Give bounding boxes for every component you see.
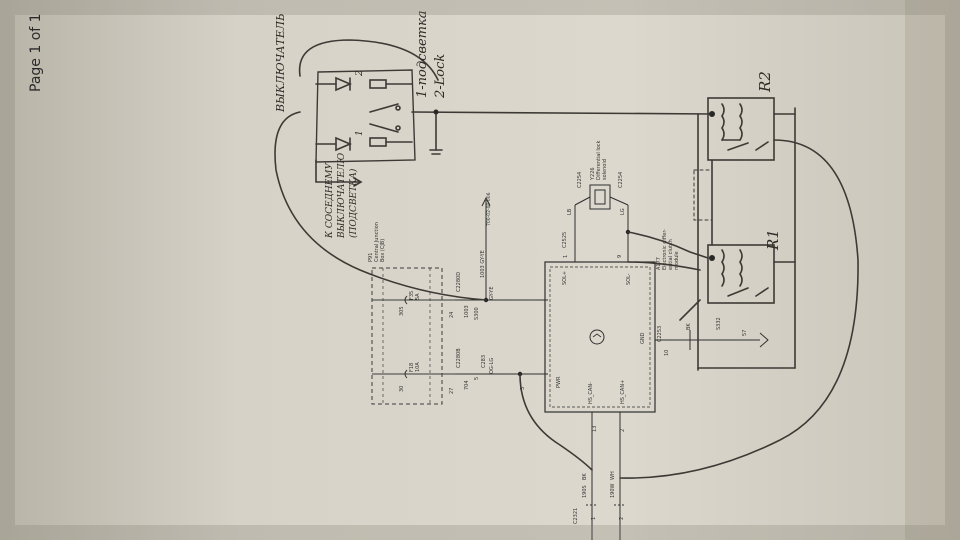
pin-num-sol-minus: 9 (617, 255, 623, 258)
relay1-junction (709, 255, 715, 261)
solenoid-conn-b: C2254 (618, 172, 624, 188)
solenoid-conn-a: C2254 (577, 172, 583, 188)
module-symbol-icon (589, 329, 605, 345)
module-conn: C2253 (657, 326, 663, 342)
splice-label: S300 (474, 307, 480, 320)
module-inner (549, 266, 651, 408)
fuse1-id: F35 (409, 291, 415, 300)
fuse2-circuit: 30 (399, 386, 405, 392)
w704-color: OG-LG (489, 358, 495, 374)
fuse2-rating: 10A (415, 362, 421, 372)
w704-label: 704 (464, 380, 470, 390)
pin-num-gnd: 10 (664, 350, 670, 356)
wire-lg: LG (620, 208, 626, 215)
fuse1-circuit: 305 (399, 306, 405, 316)
module-name-2: ential clutch (668, 239, 674, 270)
conn1-pin: 24 (449, 312, 455, 318)
handwritten-wiring (274, 39, 859, 479)
w190s-color: BK (582, 473, 588, 480)
w190w-label: 190W (610, 483, 616, 498)
fuse1-rating: 5A (415, 293, 421, 300)
pin-hs-can-minus: HS_CAN- (588, 382, 594, 404)
relay1-label: R1 (764, 229, 782, 251)
conn2-id: C2280B (456, 348, 462, 368)
solenoid-coil-icon (594, 189, 606, 205)
conn2-pin: 27 (449, 388, 455, 394)
w1003-color: GY-YE (489, 286, 495, 300)
wire-ref: 1003 GY-YE (480, 250, 486, 278)
pin-sol-minus: SOL- (626, 273, 632, 285)
w190s-label: 190S (582, 485, 588, 498)
w190w-color: WH (610, 471, 616, 480)
pin-c283: 5 (474, 377, 480, 380)
wire-lb: LB (567, 208, 573, 215)
pin-pwr: PWR (556, 376, 562, 388)
wire-bk: BK (686, 323, 692, 330)
pin-num-sol-plus: 1 (563, 255, 569, 258)
note-line-1: К СОСЕДНЕМУ (325, 162, 335, 239)
switch-junction (433, 109, 439, 115)
fuse2-id: F18 (409, 363, 415, 372)
solenoid-name-2: solenoid (602, 159, 608, 180)
conn1-id: C2280D (456, 272, 462, 292)
printed-wires (455, 196, 769, 540)
switch-num-2: 2 (355, 70, 365, 77)
solenoid-conn-c: C2525 (562, 232, 568, 248)
pin-sol-plus: SOL+ (562, 271, 568, 285)
pin-num-can-plus: 2 (620, 429, 626, 432)
module-name-1: Electronic differ- (662, 229, 668, 270)
note-line-3: (ПОДСВЕТКА) (348, 168, 359, 238)
relay2-label: R2 (756, 71, 774, 93)
pin-gnd: GND (640, 332, 646, 344)
pin-num-pwr: 3 (520, 387, 526, 390)
solenoid-id: Y226 (590, 167, 596, 181)
note-line-2: ВЫКЛЮЧАТЕЛЮ (337, 152, 347, 239)
pin-num-can-minus: 13 (592, 426, 598, 432)
conn-c283: C283 (481, 355, 487, 368)
junction-box (371, 267, 455, 405)
junction-box-id: P91 (368, 253, 374, 262)
page-header: Page 1 of 1 (28, 13, 44, 92)
module-name-3: module (674, 251, 680, 270)
pin-57: 57 (742, 330, 748, 336)
pin-c2321-1: 1 (591, 517, 597, 520)
w1003-label: 1003 (464, 305, 470, 318)
indicator-1-label: 1-подсветка (415, 11, 430, 98)
module-box (544, 261, 656, 413)
solenoid-name-1: Differential lock (596, 140, 602, 180)
relay2-junction (709, 111, 715, 117)
conn-c2321: C2321 (573, 508, 579, 524)
pin-c2321-2: 2 (619, 517, 625, 520)
junction-box-name-2: Box (CJB) (380, 239, 386, 262)
switch-num-1: 1 (355, 130, 365, 136)
junction-box-name-1: Central Junction (374, 222, 380, 262)
pin-hs-can-plus: HS_CAN+ (620, 380, 626, 404)
doc-ref: 700-02-00-006 (486, 192, 492, 226)
s332-label: S332 (716, 317, 722, 330)
indicator-2-label: 2-Lock (433, 54, 448, 99)
paper-edge (905, 0, 960, 540)
switch-title: ВЫКЛЮЧАТЕЛЬ (274, 13, 287, 113)
